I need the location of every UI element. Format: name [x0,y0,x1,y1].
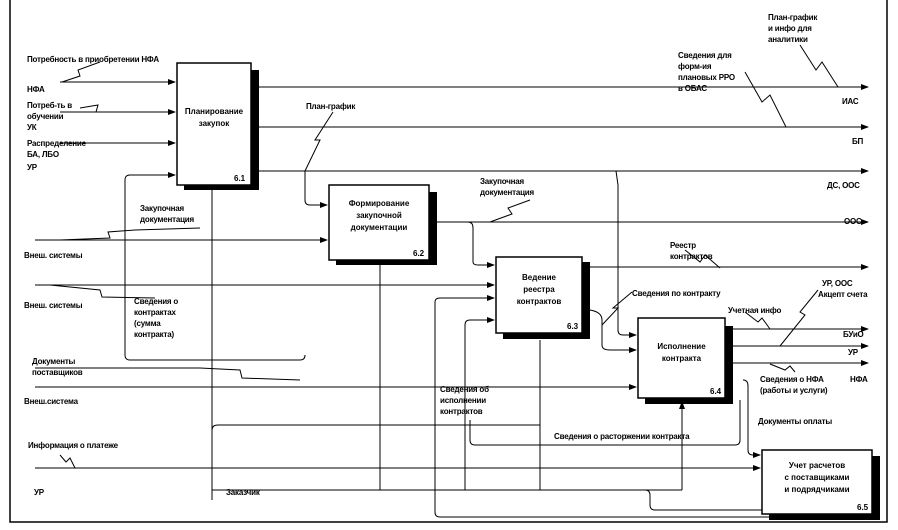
label-termination-info: Сведения о расторжении контракта [554,432,690,441]
label-ext-systems-2: Внеш. системы [24,301,83,310]
arrow-plan-graph [304,171,328,208]
label-proc-docs-left: Закупочная документация [140,204,194,224]
label-payment-info: Информация о платеже [28,441,118,450]
label-customer: Заказчик [226,488,260,497]
label-proc-docs-top: Закупочная документация [480,177,534,197]
block-title-6-2: Формирование закупочной документации [348,199,410,232]
block-number-6-2: 6.2 [413,249,425,258]
label-ds-oos: ДС, ООС [827,181,860,190]
label-ext-system: Внеш.система [24,397,78,406]
block-title-6-1: Планирование закупок [184,107,244,128]
arrow-contract-info [589,309,637,353]
label-oos: ООС [844,217,862,226]
arrow-to-6-4-top [615,170,637,338]
block-6-3[interactable] [495,256,590,339]
label-ur-in: УР [27,163,37,172]
label-ias: ИАС [842,97,859,106]
block-6-4[interactable] [637,317,733,404]
block-number-6-5: 6.5 [857,503,869,512]
label-ur-out: УР [848,348,858,357]
label-nfa-out: НФА [850,375,868,384]
label-contract-info: Сведения по контракту [632,289,721,298]
frame-border [9,0,888,523]
arrow-feedback-6-1 [124,172,176,330]
label-need-training: Потреб-ть в обучении [27,101,72,121]
label-payment-docs: Документы оплаты [758,417,833,426]
label-need-nfa: Потребность в приобретении НФА [27,55,159,64]
label-registry: Реестр контрактов [670,241,713,261]
block-6-1[interactable] [176,62,259,190]
label-plan-graph: План-график [306,102,356,111]
label-uk: УК [27,123,37,132]
block-6-5[interactable] [761,449,880,520]
label-accept-invoice: Акцепт счета [818,290,868,299]
label-account-info: Учетная инфо [728,306,782,315]
label-distribution: Распределение БА, ЛБО [27,139,86,159]
arrow-payment-docs [742,379,761,458]
arrow-feedback-6-3 [434,295,495,330]
block-title-6-3: Ведение реестра контрактов [516,273,562,306]
label-contracts-info: Сведения о контрактах (сумма контракта) [134,297,179,339]
block-number-6-3: 6.3 [567,322,579,331]
label-nfa-info: Сведения о НФА (работы и услуги) [760,375,828,395]
label-rro-info: Сведения для форм-ия плановых РРО в ОБАС [678,51,735,93]
block-number-6-4: 6.4 [710,387,722,396]
label-buio: БУиО [843,330,864,339]
label-ur-bottom: УР [34,488,44,497]
label-ur-oos: УР, ООС [822,279,853,288]
block-title-6-5: Учет расчетов с поставщиками и подрядчик… [784,461,850,494]
arrow-docs-to-6-3 [467,221,495,268]
block-6-2[interactable] [328,184,437,265]
label-bp: БП [852,137,864,146]
label-nfa-in: НФА [27,85,45,94]
label-execution-info: Сведения об исполнении контрактов [440,385,489,416]
label-supplier-docs: Документы поставщиков [32,357,83,377]
block-title-6-4: Исполнение контракта [657,342,706,363]
arrow-feedback-6-3b [464,317,495,490]
block-number-6-1: 6.1 [234,174,246,183]
label-ext-systems-1: Внеш. системы [24,251,83,260]
label-plan-graph-info: План-график и инфо для аналитики [768,13,818,44]
